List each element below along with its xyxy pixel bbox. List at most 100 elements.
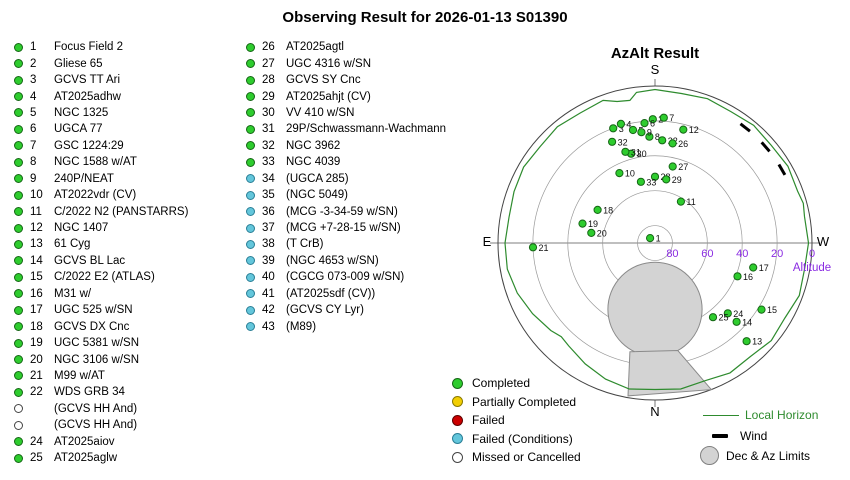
target-label: (MCG +7-28-15 w/SN) [286,222,401,235]
target-number: 12 [30,222,43,235]
local-horizon-line [504,88,810,391]
wind-tick [777,163,787,176]
target-row: 5 NGC 1325 [14,105,239,121]
altitude-tick-label: 20 [771,248,783,260]
plot-point [621,147,630,156]
target-row: 41 (AT2025sdf (CV)) [246,286,451,302]
target-number: 16 [30,287,43,300]
target-label: Gliese 65 [54,57,103,70]
plot-point-label: 3 [619,124,624,134]
compass-west-label: W [816,234,830,249]
legend-label: Local Horizon [745,408,819,422]
status-dot-icon [14,42,23,52]
status-dot-icon [246,289,255,299]
status-legend: Completed Partially Completed Failed Fai… [452,374,581,467]
target-number: 10 [30,189,43,202]
wind-tick [739,122,751,133]
target-label: AT2025agtl [286,41,344,54]
target-number: 22 [30,386,43,399]
target-number: 17 [30,304,43,317]
status-dot-icon [246,256,255,266]
plot-point [528,243,538,252]
plot-point-label: 33 [646,177,656,187]
horizon-line-icon [703,414,739,416]
target-label: NGC 3106 w/SN [54,353,140,366]
target-number: 11 [30,205,42,218]
target-label: NGC 1325 [54,106,109,119]
legend-item-partially-completed: Partially Completed [452,393,581,412]
compass-north-label: N [650,404,660,419]
plot-point-label: 12 [689,125,699,135]
status-dot-icon [14,141,23,151]
target-number: 13 [30,238,43,251]
az-limit-wedge [627,349,713,397]
target-number: 25 [30,452,43,465]
status-dot-icon [14,157,23,167]
target-label: AT2025aglw [54,452,118,465]
failed-conditions-dot-icon [452,433,463,445]
plot-point-label: 7 [669,113,674,123]
target-label: NGC 1407 [54,222,109,235]
status-dot-icon [14,371,23,381]
target-label: 29P/Schwassmann-Wachmann [286,123,447,136]
missed-dot-icon [452,451,463,463]
plot-point-label: 6 [650,119,655,129]
status-dot-icon [246,157,255,167]
plot-point-label: 26 [678,139,688,149]
compass-south-label: S [650,62,660,77]
status-dot-icon [14,223,23,233]
status-dot-icon [14,124,23,134]
plot-point-label: 18 [603,205,613,215]
target-label: M99 w/AT [54,369,105,382]
status-dot-icon [14,322,23,332]
plot-point [733,272,742,281]
target-number: 37 [262,222,275,235]
plot-point-label: 27 [678,162,688,172]
altitude-ring [637,225,673,261]
target-row: 42(GCVS CY Lyr) [246,302,451,318]
target-row: 39(NGC 4653 w/SN) [246,253,451,269]
target-number: 41 [262,287,275,300]
target-number: 3 [30,74,37,87]
plot-point-label: 17 [759,263,769,273]
legend-label: Dec & Az Limits [726,448,811,463]
plot-point-label: 15 [767,305,777,315]
plot-point [650,172,660,181]
legend-item-failed-conditions: Failed (Conditions) [452,430,581,449]
target-label: (AT2025sdf (CV)) [286,287,376,300]
status-dot-icon [14,75,23,85]
plot-point [749,263,758,272]
target-number: 5 [30,106,37,119]
target-label: (GCVS HH And) [54,402,138,415]
status-dot-icon [246,124,255,134]
legend-item-completed: Completed [452,374,581,393]
target-label: M31 w/ [54,287,92,300]
page-title: Observing Result for 2026-01-13 S01390 [282,9,568,26]
target-number: 40 [262,271,275,284]
plot-point-label: 10 [625,169,635,179]
target-label: 61 Cyg [54,238,91,251]
status-dot-icon [14,108,23,118]
target-label: AT2022vdr (CV) [54,189,137,202]
status-dot-icon [246,190,255,200]
plot-point [578,219,587,228]
altitude-ring [497,85,813,401]
status-dot-icon [14,190,23,200]
legend-label: Missed or Cancelled [472,450,581,465]
plot-point-label: 16 [743,272,753,282]
status-dot-icon [246,42,255,52]
target-number: 9 [30,172,37,185]
status-dot-icon [14,92,23,102]
partially-completed-dot-icon [452,396,463,408]
